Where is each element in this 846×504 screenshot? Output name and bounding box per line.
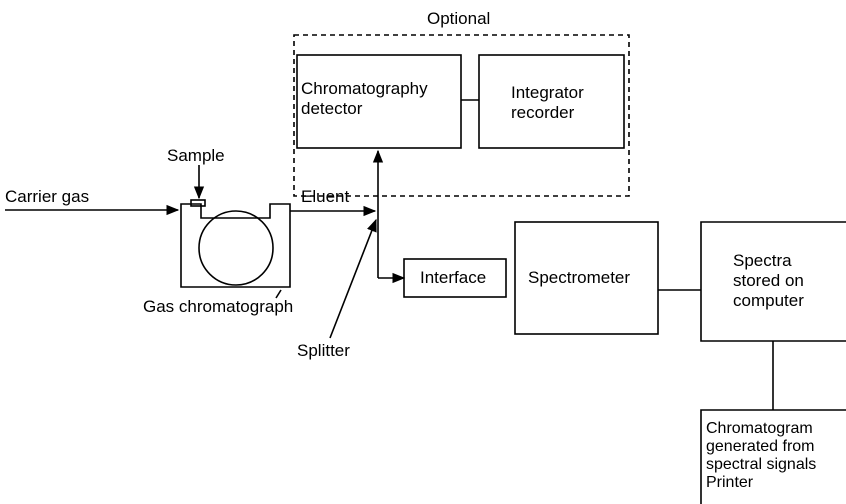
interface-text: Interface — [420, 268, 486, 288]
integrator-line-1: Integrator — [511, 83, 584, 102]
eluent-label: Eluent — [301, 187, 350, 206]
interface-box — [403, 258, 507, 298]
detector-line-1: Chromatography — [301, 79, 428, 98]
integrator-recorder-box — [478, 54, 625, 149]
splitter-label: Splitter — [297, 341, 350, 360]
sample-label: Sample — [167, 146, 225, 165]
computer-text: Spectra stored on computer — [733, 251, 804, 311]
printer-line-4: Printer — [706, 474, 754, 491]
gas-chromatograph-label: Gas chromatograph — [143, 297, 294, 316]
optional-label: Optional — [427, 9, 491, 28]
printer-line-3: spectral signals — [706, 456, 817, 473]
gc-label-pointer — [275, 289, 282, 299]
spectrometer-line-1: Spectrometer — [528, 268, 631, 287]
chromatography-detector-text: Chromatography detector — [301, 79, 428, 119]
printer-line-2: generated from — [706, 438, 815, 455]
printer-box — [700, 409, 846, 504]
computer-line-2: stored on — [733, 271, 804, 290]
carrier-gas-label: Carrier gas — [5, 187, 90, 206]
computer-line-1: Spectra — [733, 251, 792, 270]
optional-dashed-region — [293, 34, 630, 197]
printer-line-1: Chromatogram — [706, 420, 813, 437]
column-coil — [198, 210, 274, 286]
integrator-line-2: recorder — [511, 103, 575, 122]
detector-line-2: detector — [301, 99, 363, 118]
chromatography-detector-box — [296, 54, 462, 149]
sample-injector — [190, 199, 206, 207]
computer-line-3: computer — [733, 291, 804, 310]
printer-text: Chromatogram generated from spectral sig… — [706, 420, 816, 492]
gas-chromatograph-oven — [180, 203, 291, 288]
spectrometer-box — [514, 221, 659, 335]
splitter-pointer — [329, 218, 377, 339]
spectrometer-text: Spectrometer — [528, 268, 630, 288]
interface-line-1: Interface — [420, 268, 487, 287]
integrator-recorder-text: Integrator recorder — [511, 83, 584, 123]
